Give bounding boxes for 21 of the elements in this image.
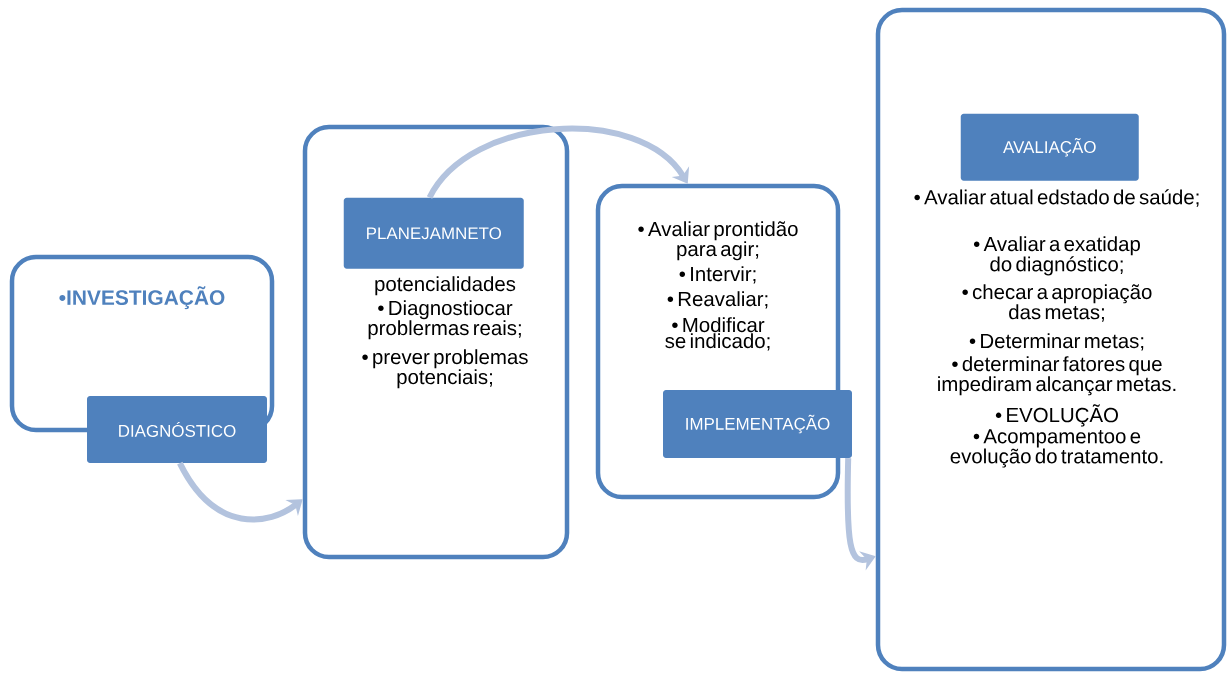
bullet-text: • prever problemas potenciais; — [362, 349, 528, 389]
bullet-text: • Avaliar prontidão para agir; — [638, 221, 798, 261]
bullet-text: • Modificar se indicado; — [665, 317, 770, 351]
label-box: PLANEJAMNETO — [343, 197, 524, 269]
bullet-text: potencialidades — [375, 276, 516, 296]
bullet-text: • determinar fatores que impediram alcançar metas. — [938, 356, 1176, 396]
bullet-text: • Acompamentoo e evolução do tratamento. — [950, 429, 1163, 468]
bullet-text: • Determinar metas; — [969, 333, 1144, 351]
bullet-text: • Intervir; — [679, 266, 756, 284]
bullet-text: • checar a apropiação das metas; — [962, 284, 1152, 322]
heading-text: •INVESTIGAÇÃO — [59, 286, 225, 310]
curved-arrow — [177, 461, 303, 523]
bullet-text: • Avaliar atual edstado de saúde; — [914, 189, 1199, 207]
label-box: DIAGNÓSTICO — [87, 396, 267, 463]
bullet-text: • Reavaliar; — [667, 291, 768, 309]
bullet-text: • Diagnostiocar problermas reais; — [368, 300, 521, 340]
bullet-text: • Avaliar a exatidap do diagnóstico; — [973, 236, 1140, 276]
label-box: AVALIAÇÃO — [960, 113, 1139, 181]
label-box: IMPLEMENTAÇÃO — [663, 390, 852, 458]
curved-arrow — [427, 125, 690, 200]
bullet-text: • EVOLUÇÃO — [995, 404, 1118, 427]
